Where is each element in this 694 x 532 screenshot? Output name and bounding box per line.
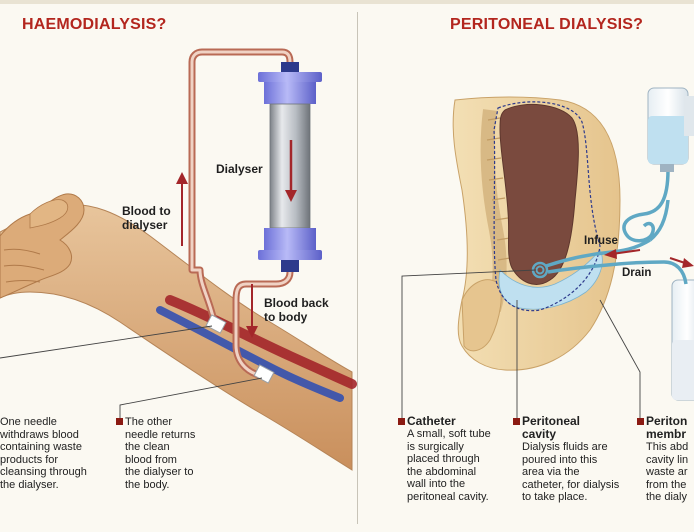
panel-divider (357, 12, 358, 524)
leader-catheter (401, 269, 537, 418)
label-infuse: Infuse (584, 235, 618, 247)
thumb (29, 199, 69, 229)
label-dialyser: Dialyser (216, 162, 263, 176)
down-arrow-icon (246, 284, 258, 338)
leader-one-needle (0, 325, 213, 359)
up-arrow-icon (176, 172, 188, 246)
leader-membrane (599, 299, 641, 418)
heading-peritoneal-dialysis: PERITONEAL DIALYSIS? (450, 16, 644, 33)
forearm (0, 204, 353, 471)
caption-other-needle: The other needle returns the clean blood… (116, 416, 226, 491)
heading-haemodialysis: HAEMODIALYSIS? (22, 16, 167, 33)
drain-bag (671, 279, 694, 401)
label-drain: Drain (622, 267, 652, 279)
dialyser (258, 62, 322, 272)
top-strip (0, 0, 694, 4)
drain-arrow-icon (669, 257, 694, 268)
caption-catheter: Catheter A small, soft tube is surgicall… (398, 415, 510, 503)
bullet-marker (637, 418, 644, 425)
infuse-arrow-icon (604, 249, 641, 259)
pelvis (461, 279, 502, 352)
bullet-marker (398, 418, 405, 425)
label-blood-back-to-body: Blood back to body (264, 296, 329, 324)
caption-peritoneal-cavity: Peritoneal cavity Dialysis fluids are po… (513, 415, 635, 504)
vein (156, 306, 344, 402)
finger-lines (3, 248, 45, 283)
peritoneal-membrane (493, 101, 601, 312)
needle-one (205, 314, 227, 334)
bullet-marker (116, 418, 123, 425)
fluid-bag (647, 87, 694, 172)
abdominal-organs (499, 104, 579, 285)
bullet-marker (513, 418, 520, 425)
drain-tube (663, 260, 688, 285)
label-blood-to-dialyser: Blood to dialyser (122, 204, 171, 232)
needle-two (253, 364, 275, 384)
infusion-tube (622, 169, 670, 243)
caption-peritoneal-membrane: Periton membr This abd cavity lin waste … (637, 415, 694, 504)
caption-one-needle: One needle withdraws blood containing wa… (0, 416, 87, 491)
artery (165, 295, 357, 389)
leader-other-needle (119, 377, 263, 420)
